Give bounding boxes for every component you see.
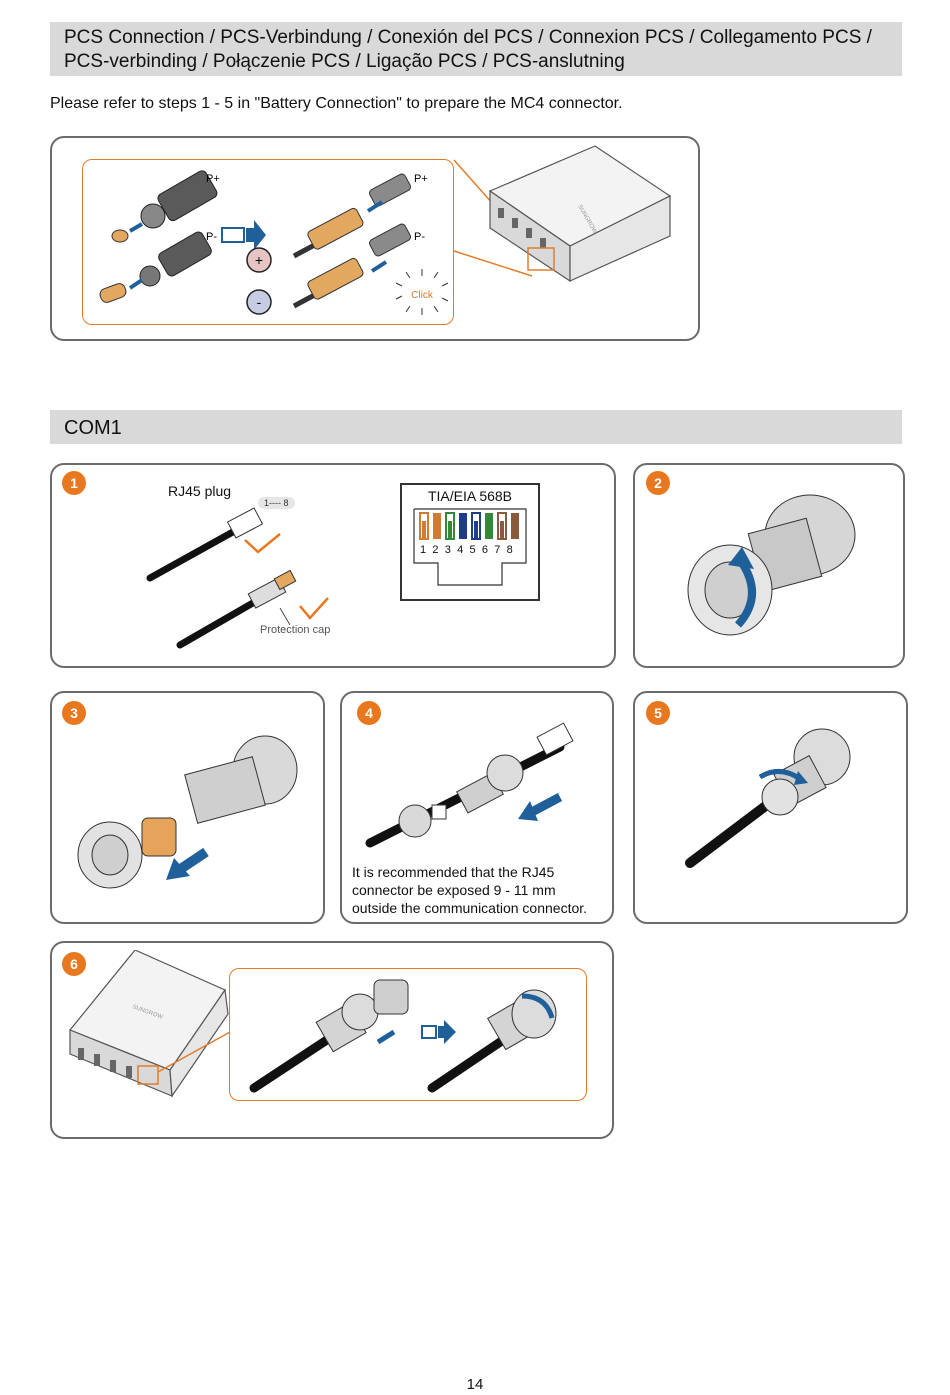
mc4-connector-minus bbox=[139, 231, 212, 287]
pcs-detail-frame bbox=[82, 159, 454, 325]
device-box: SUNGROW bbox=[488, 145, 672, 283]
protection-cap-label: Protection cap bbox=[260, 624, 331, 636]
click-burst-icon bbox=[395, 269, 449, 315]
tia-title: TIA/EIA 568B bbox=[427, 488, 513, 504]
header-pcs-line1: PCS Connection / PCS-Verbindung / Conexi… bbox=[64, 27, 872, 48]
step4-badge: 4 bbox=[357, 701, 381, 725]
direction-arrow-icon bbox=[421, 1020, 456, 1044]
step2-illustration bbox=[687, 494, 856, 636]
step6-badge: 6 bbox=[62, 952, 86, 976]
step3-badge: 3 bbox=[62, 701, 86, 725]
minus-circle-icon bbox=[246, 289, 272, 315]
note-line1: It is recommended that the RJ45 bbox=[352, 864, 555, 880]
direction-arrow-icon bbox=[221, 220, 266, 250]
section-header-pcs: PCS Connection / PCS-Verbindung / Conexi… bbox=[50, 22, 902, 76]
plus-circle-icon bbox=[246, 247, 272, 273]
label-p-minus-right: P- bbox=[414, 231, 425, 243]
mc4-connector-plus bbox=[140, 170, 218, 229]
step1-panel bbox=[50, 463, 616, 668]
mc4-cable-plus bbox=[292, 207, 364, 259]
tia-pinout-illustration bbox=[413, 508, 527, 586]
seal-cap bbox=[111, 229, 129, 243]
mc4-socket-minus bbox=[369, 223, 411, 257]
mc4-cable-minus bbox=[292, 257, 364, 309]
plus-symbol: + bbox=[255, 252, 263, 268]
direction-arrow-icon bbox=[518, 793, 563, 821]
section-header-com1: COM1 bbox=[50, 410, 902, 444]
pin-range-label: 1---- 8 bbox=[258, 497, 295, 509]
step5-illustration bbox=[685, 728, 851, 868]
step5-badge: 5 bbox=[646, 701, 670, 725]
direction-arrow-icon bbox=[166, 847, 209, 880]
step2-badge: 2 bbox=[646, 471, 670, 495]
rj45-plug-illustration bbox=[146, 507, 329, 649]
com1-port-highlight bbox=[137, 1065, 159, 1085]
step1-badge: 1 bbox=[62, 471, 86, 495]
label-p-plus-left: P+ bbox=[206, 173, 220, 185]
step6-connector-illustration bbox=[249, 979, 557, 1093]
note-line2: connector be exposed 9 - 11 mm bbox=[352, 882, 556, 898]
header-pcs-line2: PCS-verbinding / Połączenie PCS / Ligaçã… bbox=[64, 51, 625, 72]
rj45-exposure-note: It is recommended that the RJ45 connecto… bbox=[352, 863, 587, 917]
intro-text: Please refer to steps 1 - 5 in "Battery … bbox=[50, 95, 623, 112]
seal-plug bbox=[99, 283, 127, 303]
rj45-plug-label: RJ45 plug bbox=[168, 483, 232, 499]
minus-symbol: - bbox=[257, 294, 262, 310]
pcs-connector-illustration: + - Click P+ P- P+ P- SUNGROW bbox=[99, 145, 672, 315]
tia-pin-numbers: 1 2 3 4 5 6 7 8 bbox=[420, 544, 515, 556]
note-line3: outside the communication connector. bbox=[352, 900, 588, 916]
step6-detail-frame bbox=[229, 968, 587, 1101]
mc4-socket-plus bbox=[369, 173, 411, 207]
label-p-plus-right: P+ bbox=[414, 173, 428, 185]
click-label: Click bbox=[411, 290, 434, 301]
tia-568b-diagram: TIA/EIA 568B 1 2 3 4 5 6 7 8 bbox=[400, 483, 540, 601]
rotate-arrow-icon bbox=[521, 993, 555, 1019]
step6-device-illustration: SUNGROW bbox=[69, 950, 231, 1098]
step3-illustration bbox=[77, 735, 298, 889]
step4-illustration bbox=[365, 722, 574, 848]
label-p-minus-left: P- bbox=[206, 231, 217, 243]
page-number: 14 bbox=[466, 1376, 484, 1393]
pcs-port-highlight bbox=[527, 247, 555, 271]
